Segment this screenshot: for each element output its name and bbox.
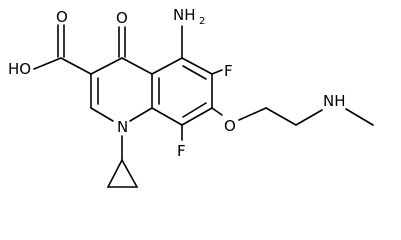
methylamine-label: NH [323,92,346,110]
bond-cp-3 [121,159,138,188]
bond-c5-c6 [181,57,213,75]
ether-oxygen-label: O [224,117,236,135]
bond-c7-o [211,107,223,116]
bond-c3-cooh [60,57,92,75]
bond-cooh-oh [33,57,62,70]
ring-nitrogen-label: N [117,118,128,136]
bond-o-ch2 [238,107,267,121]
bond-n1-c2 [90,107,114,122]
bond-c8a-n1 [129,107,153,122]
bond-c7-c8 [181,107,213,126]
molecule-structure: O O HO NH 2 F F O NH N [8,6,374,188]
pyridinone-ring [90,57,153,122]
ketone-oxygen-label: O [116,9,128,27]
bond-c5-c6-inner [182,65,207,80]
fluorine-bottom-label: F [177,142,186,160]
bond-c3-c4 [90,57,123,75]
amine-subscript: 2 [199,16,205,27]
bond-ch2-ch2 [265,107,297,126]
bond-c6-f [211,69,223,75]
amine-label: NH [173,6,196,24]
acid-oxygen-label: O [56,8,68,26]
bond-nh-ch3 [345,108,374,126]
cyclopropyl-ring [107,159,138,188]
bond-c4a-c5 [151,57,183,75]
bond-ch2-nh [295,109,323,126]
fluorine-top-label: F [224,62,233,80]
bond-c8-c8a [151,107,183,126]
bond-c7-c8-inner [182,102,207,118]
bond-cp-1 [107,159,123,188]
hydroxyl-label: HO [8,60,31,78]
bond-c4-c4a [121,57,153,75]
benzene-ring [151,57,213,126]
